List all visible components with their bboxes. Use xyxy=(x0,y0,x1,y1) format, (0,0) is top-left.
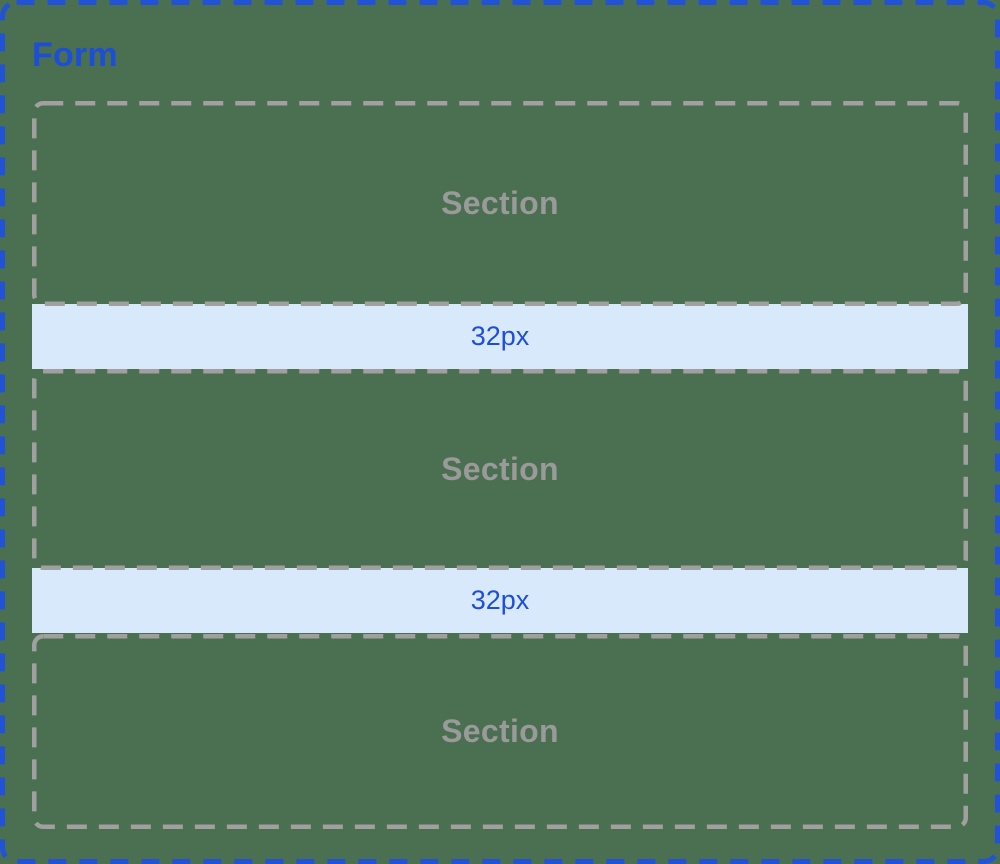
section-placeholder: Section xyxy=(32,634,968,829)
spacer-band-32px: 32px xyxy=(32,304,968,369)
section-placeholder: Section xyxy=(32,101,968,306)
section-label: Section xyxy=(441,713,559,749)
spacer-band-32px: 32px xyxy=(32,568,968,633)
section-placeholder: Section xyxy=(32,369,968,570)
spacer-label: 32px xyxy=(470,321,530,351)
form-label: Form xyxy=(32,36,118,74)
section-label: Section xyxy=(441,185,559,221)
section-label: Section xyxy=(441,451,559,487)
spacer-label: 32px xyxy=(470,585,530,615)
